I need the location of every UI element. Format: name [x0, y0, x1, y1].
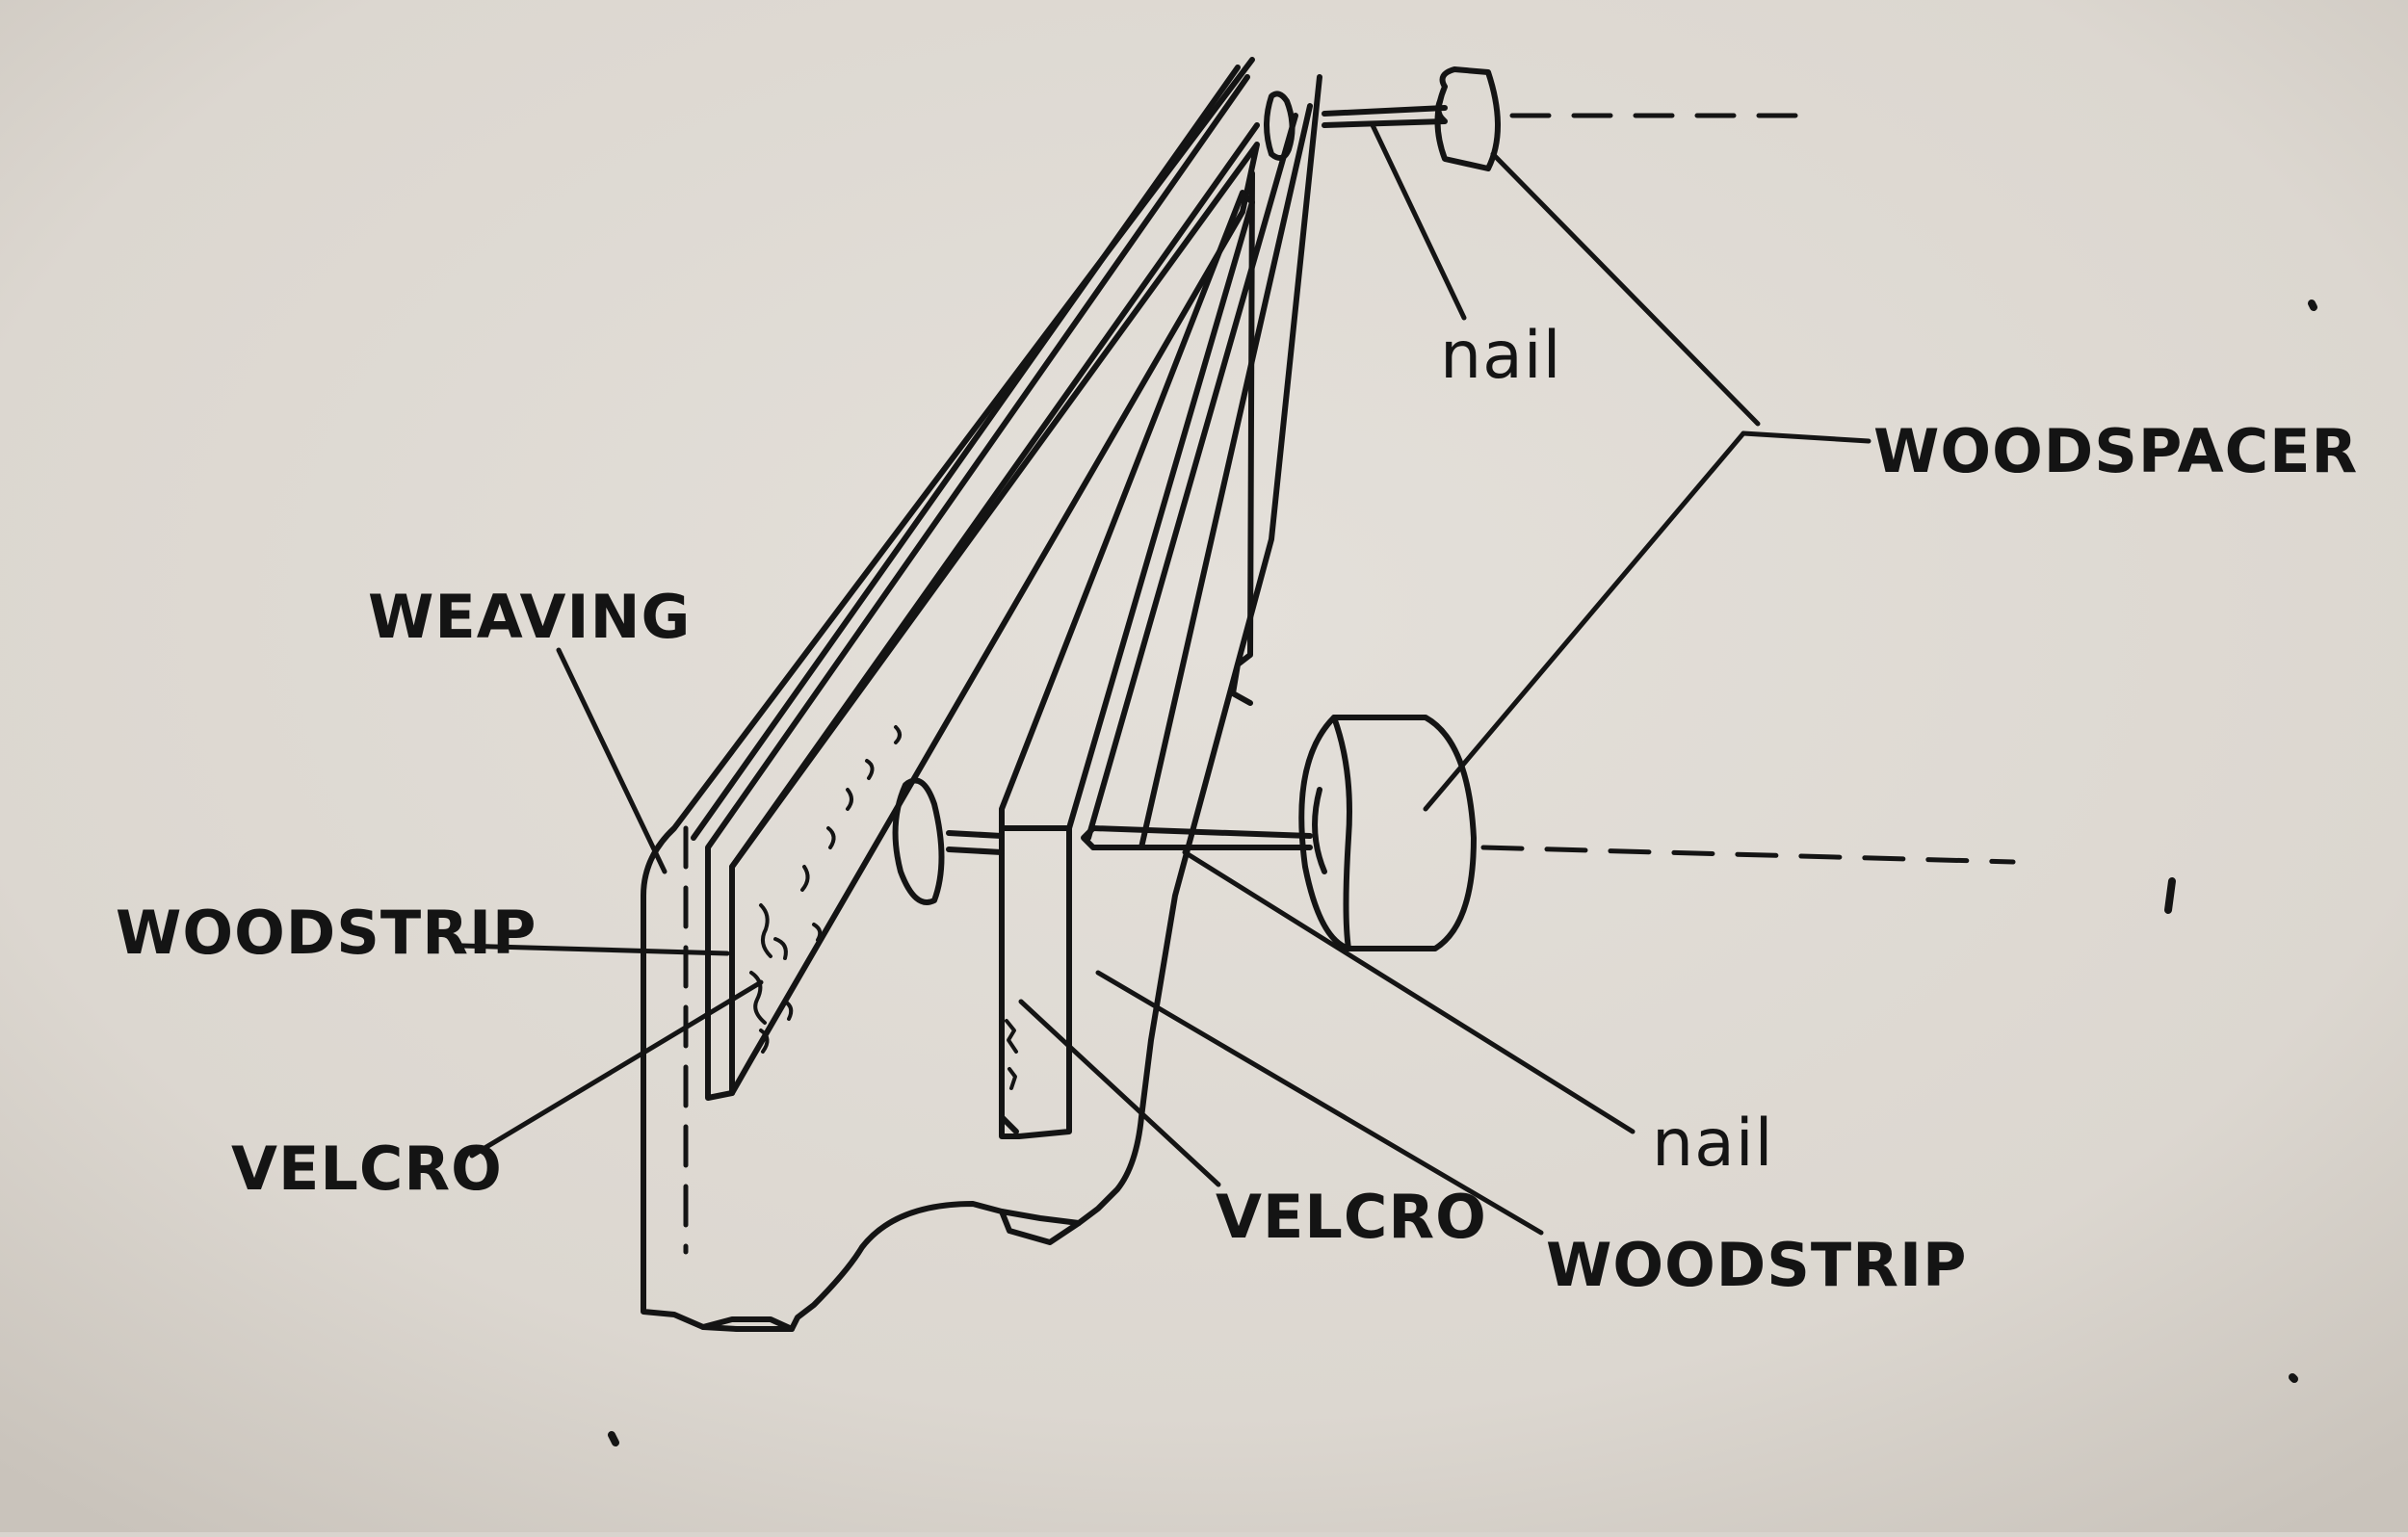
label-weaving: WEAVING	[368, 582, 691, 652]
leader-woodstrip-left	[459, 943, 730, 956]
label-velcro-bottom: VELCRO	[1216, 1182, 1487, 1252]
label-nail-top: nail	[1440, 318, 1562, 394]
leader-nail-bottom	[1182, 849, 1636, 1134]
lower-spacer-face	[1331, 715, 1352, 951]
middle-velcro-texture	[1005, 1019, 1018, 1090]
top-spacer-hole	[1435, 98, 1447, 123]
lower-nail-shaft-right	[1090, 825, 1313, 850]
left-velcro-texture	[749, 725, 902, 1054]
label-woodspacer: WOODSPACER	[1873, 416, 2358, 486]
lower-nail-shaft-left	[946, 830, 1005, 855]
backboard-outline	[641, 57, 1322, 1332]
leader-nail-top	[1370, 122, 1467, 321]
paper-specks	[608, 300, 2317, 1446]
leader-velcro-bottom	[1018, 999, 1221, 1187]
middle-velcro	[999, 999, 1019, 1134]
lower-spacer-hole	[1312, 787, 1327, 874]
lower-dashed-line	[1480, 845, 2016, 865]
label-woodstrip-bottom: WOODSTRIP	[1546, 1230, 1967, 1300]
lower-nail-tip	[1081, 825, 1096, 850]
leader-weaving	[556, 647, 667, 874]
notch-line	[1230, 170, 1255, 706]
middle-woodstrip	[999, 190, 1255, 1139]
backboard-bottom-chip	[999, 1209, 1082, 1245]
leader-woodspacer-bottom	[1423, 430, 1746, 812]
leader-velcro-left	[469, 979, 764, 1159]
leader-woodstrip-bottom	[1095, 970, 1544, 1236]
label-velcro-left: VELCRO	[231, 1133, 503, 1204]
top-spacer	[1434, 66, 1501, 171]
label-nail-bottom: nail	[1652, 1106, 1774, 1182]
leader-woodspacer-top	[1490, 151, 1761, 427]
backboard-bottom-chip-left	[700, 1316, 795, 1332]
strip-line-1	[1086, 113, 1298, 841]
lower-spacer	[1298, 715, 1477, 951]
left-velcro	[729, 142, 1260, 1096]
leader-woodspacer-label	[1741, 430, 1871, 444]
lower-nail-head	[892, 777, 945, 905]
left-woodstrip-edge	[691, 65, 1241, 841]
top-nail-shaft	[1322, 105, 1448, 128]
label-woodstrip-left: WOODSTRIP	[116, 898, 537, 968]
strip-line-2	[1139, 103, 1313, 850]
top-nail-head	[1264, 91, 1296, 161]
